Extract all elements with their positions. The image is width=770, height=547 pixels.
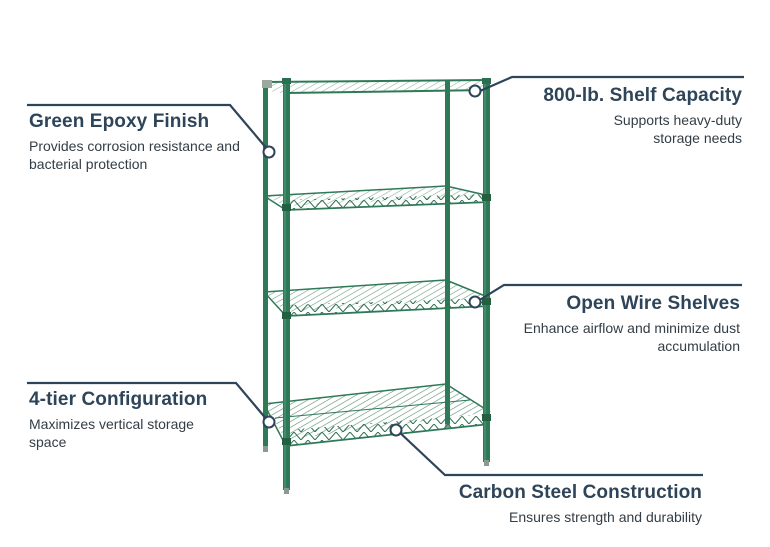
- shelf-4-bottom: [263, 383, 491, 447]
- callout-carbon-steel-construction: Carbon Steel Construction Ensures streng…: [440, 482, 702, 526]
- leader-open-wire-shelves: [477, 283, 742, 302]
- anchor-dot-green-epoxy-finish: [262, 145, 276, 159]
- callout-description: Supports heavy-duty storage needs: [613, 112, 742, 146]
- callout-title: Carbon Steel Construction: [458, 482, 702, 503]
- shelf-3: [263, 279, 491, 317]
- callout-anchors: [262, 84, 482, 437]
- anchor-dot-shelf-capacity: [468, 84, 482, 98]
- leader-green-epoxy-finish: [27, 103, 269, 151]
- shelf-2: [263, 185, 491, 211]
- callout-leader-lines: [27, 75, 744, 477]
- callout-title: 800-lb. Shelf Capacity: [543, 85, 742, 106]
- anchor-dot-open-wire-shelves: [468, 295, 482, 309]
- callout-title: 4-tier Configuration: [29, 389, 208, 410]
- leader-carbon-steel-construction: [396, 429, 703, 477]
- leader-four-tier-configuration: [27, 381, 269, 422]
- callout-four-tier-configuration: 4-tier Configuration Maximizes vertical …: [29, 389, 229, 451]
- callout-description: Ensures strength and durability: [509, 509, 702, 525]
- front-posts: [282, 78, 491, 494]
- shelf-1-top: [262, 79, 489, 94]
- leader-shelf-capacity: [479, 75, 744, 93]
- callout-title: Green Epoxy Finish: [29, 111, 210, 132]
- anchor-dot-carbon-steel-construction: [389, 423, 403, 437]
- callout-open-wire-shelves: Open Wire Shelves Enhance airflow and mi…: [520, 293, 740, 355]
- callout-green-epoxy-finish: Green Epoxy Finish Provides corrosion re…: [29, 111, 269, 173]
- anchor-dot-four-tier-configuration: [262, 415, 276, 429]
- callout-description: Provides corrosion resistance and bacter…: [29, 138, 240, 172]
- callout-title: Open Wire Shelves: [566, 293, 740, 314]
- callout-description: Enhance airflow and minimize dust accumu…: [523, 320, 740, 354]
- callout-shelf-capacity: 800-lb. Shelf Capacity Supports heavy-du…: [520, 85, 742, 147]
- callout-description: Maximizes vertical storage space: [29, 416, 194, 450]
